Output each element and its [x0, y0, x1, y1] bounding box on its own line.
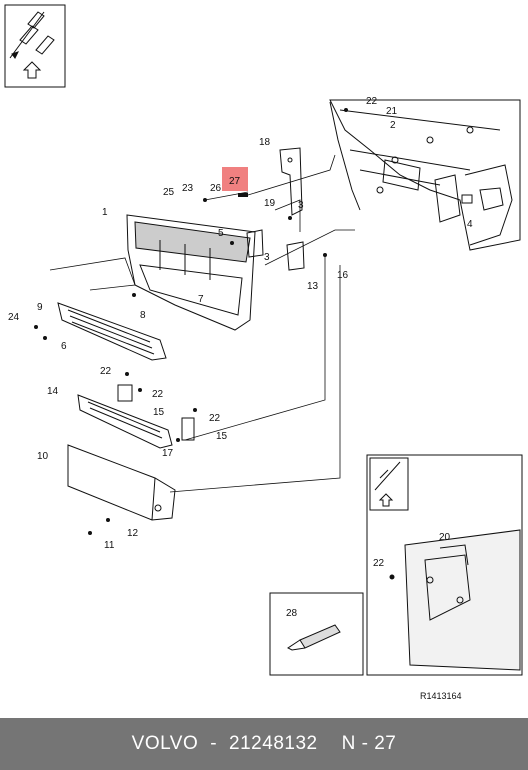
- orientation-inset-top-left: [4, 4, 66, 88]
- leader-lines: [49, 154, 355, 493]
- bracket-18: [279, 147, 303, 216]
- callout-12: 12: [127, 528, 139, 539]
- cab-front-structure: [329, 99, 521, 251]
- callout-6: 6: [61, 341, 67, 352]
- detail-inset: [366, 454, 523, 676]
- callout-24: 24: [8, 312, 20, 323]
- callout-25: 25: [163, 187, 175, 198]
- up-arrow-icon: [378, 493, 394, 507]
- callout-3: 3: [264, 252, 270, 263]
- callout-1: 1: [102, 207, 108, 218]
- grille-14: [77, 384, 195, 449]
- callout-26: 26: [210, 183, 222, 194]
- callout-22: 22: [209, 413, 221, 424]
- callout-22: 22: [373, 558, 385, 569]
- footer-bar: VOLVO - 21248132 N - 27: [0, 718, 528, 770]
- callout-labels: 22 21 2 18 27 26 23 25 19 3 3 4 1 5 13 1…: [8, 96, 473, 619]
- callout-17: 17: [162, 448, 174, 459]
- callout-9: 9: [37, 302, 43, 313]
- diagram-reference-code: R1413164: [420, 691, 462, 701]
- callout-10: 10: [37, 451, 49, 462]
- front-grille-panel: [126, 214, 256, 331]
- panel-10: [67, 444, 176, 521]
- callout-15: 15: [153, 407, 165, 418]
- footer-page-label: N - 27: [341, 733, 397, 754]
- fasteners: [34, 108, 348, 535]
- callout-8: 8: [140, 310, 146, 321]
- callout-28: 28: [286, 608, 298, 619]
- footer-separator: -: [210, 733, 218, 754]
- callout-22: 22: [366, 96, 378, 107]
- callout-5: 5: [218, 228, 224, 239]
- callout-27: 27: [229, 176, 241, 187]
- callout-21: 21: [386, 106, 398, 117]
- callout-3: 3: [298, 200, 304, 211]
- callout-7: 7: [198, 294, 204, 305]
- callout-13: 13: [307, 281, 319, 292]
- seal-3: [246, 229, 264, 258]
- seal-13: [286, 241, 305, 271]
- callout-19: 19: [264, 198, 276, 209]
- footer-part-number: 21248132: [229, 733, 318, 754]
- footer-brand: VOLVO: [131, 733, 199, 754]
- callout-16: 16: [337, 270, 349, 281]
- callout-4: 4: [467, 219, 473, 230]
- callout-23: 23: [182, 183, 194, 194]
- lower-grille-9: [57, 302, 167, 361]
- exploded-parts-diagram: 22 21 2 18 27 26 23 25 19 3 3 4 1 5 13 1…: [4, 4, 523, 676]
- callout-20: 20: [439, 532, 451, 543]
- callout-22: 22: [100, 366, 112, 377]
- callout-18: 18: [259, 137, 271, 148]
- callout-2: 2: [390, 120, 396, 131]
- callout-22: 22: [152, 389, 164, 400]
- callout-11: 11: [104, 540, 115, 551]
- up-arrow-icon: [22, 61, 42, 79]
- sealant-tube-inset: [269, 592, 364, 676]
- callout-14: 14: [47, 386, 59, 397]
- highlight-part-27: [222, 167, 248, 191]
- callout-15: 15: [216, 431, 228, 442]
